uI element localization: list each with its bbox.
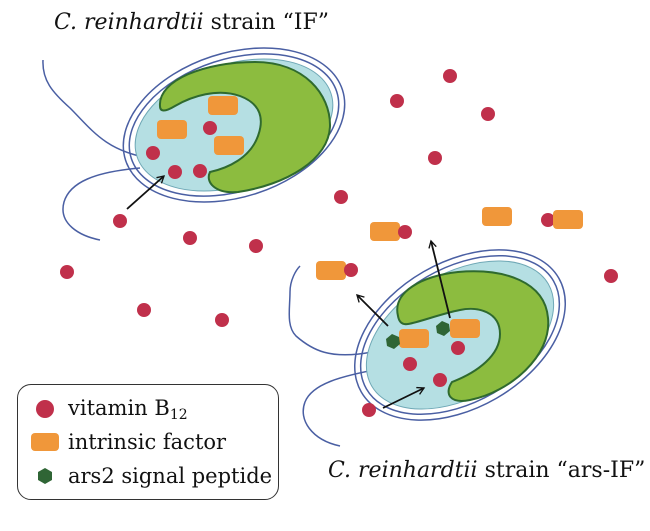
intrinsic-factor-free [482, 207, 512, 226]
b12-free [334, 190, 348, 204]
legend-item-intrinsic-factor: intrinsic factor [28, 427, 226, 457]
arrow-uptake-if [126, 175, 166, 210]
b12-ars-2 [403, 357, 417, 371]
extracellular-molecules [60, 69, 618, 417]
intrinsic-factor-rect-icon [28, 433, 62, 451]
ars2-hexagon-icon [28, 467, 62, 485]
b12-if-1 [203, 121, 217, 135]
legend-item-ars2: ars2 signal peptide [28, 461, 272, 491]
arrow-secretion-1 [356, 294, 389, 327]
intrinsic-factor-if-1 [208, 96, 238, 115]
b12-free [390, 94, 404, 108]
b12-free [604, 269, 618, 283]
arrow-secretion-2 [428, 239, 451, 319]
b12-ars-1 [451, 341, 465, 355]
flagellum-if-2 [62, 167, 141, 241]
cell-if [42, 47, 346, 241]
b12-dot-icon [28, 400, 62, 418]
legend-label-b12: vitamin B12 [68, 395, 188, 423]
legend-label-ars2: ars2 signal peptide [68, 464, 273, 488]
ars2-peptide-2 [436, 321, 450, 336]
label-strain-ars-if: C. reinhardtii strain “ars-IF” [328, 460, 645, 482]
intrinsic-factor-if-3 [214, 136, 244, 155]
if-b12-complex [316, 261, 358, 280]
legend-item-b12: vitamin B12 [28, 394, 188, 424]
b12-free [481, 107, 495, 121]
if-b12-complex [541, 210, 583, 229]
if-b12-complex [370, 222, 412, 241]
chloroplast-ars [396, 270, 550, 402]
b12-free [60, 265, 74, 279]
species-name: C. reinhardtii [328, 458, 478, 483]
b12-free [137, 303, 151, 317]
strain-name: strain “IF” [203, 10, 329, 35]
b12-free [428, 151, 442, 165]
b12-if-2 [146, 146, 160, 160]
b12-free [183, 231, 197, 245]
b12-free [362, 403, 376, 417]
chloroplast-if [158, 60, 332, 194]
legend-label-intrinsic-factor: intrinsic factor [68, 430, 227, 454]
cell-ars-if [288, 239, 567, 447]
cell-wall-if-outer [122, 47, 346, 203]
b12-free [443, 69, 457, 83]
b12-free [113, 214, 127, 228]
intrinsic-factor-ars-2 [450, 319, 480, 338]
strain-name: strain “ars-IF” [477, 458, 646, 483]
b12-if-4 [193, 164, 207, 178]
legend: vitamin B12 intrinsic factor ars2 signal… [17, 384, 279, 500]
flagellum-if-1 [42, 59, 149, 159]
arrow-uptake-ars [382, 386, 426, 409]
b12-ars-3 [433, 373, 447, 387]
cell-wall-ars-outer [353, 249, 567, 421]
ars2-peptide-1 [386, 334, 400, 349]
label-strain-if: C. reinhardtii strain “IF” [54, 12, 329, 34]
flagellum-ars-2 [302, 367, 386, 447]
intrinsic-factor-if-2 [157, 120, 187, 139]
b12-free [249, 239, 263, 253]
species-name: C. reinhardtii [54, 10, 204, 35]
intrinsic-factor-ars-1 [399, 329, 429, 348]
b12-if-3 [168, 165, 182, 179]
b12-free [215, 313, 229, 327]
flagellum-ars-1 [288, 265, 373, 356]
